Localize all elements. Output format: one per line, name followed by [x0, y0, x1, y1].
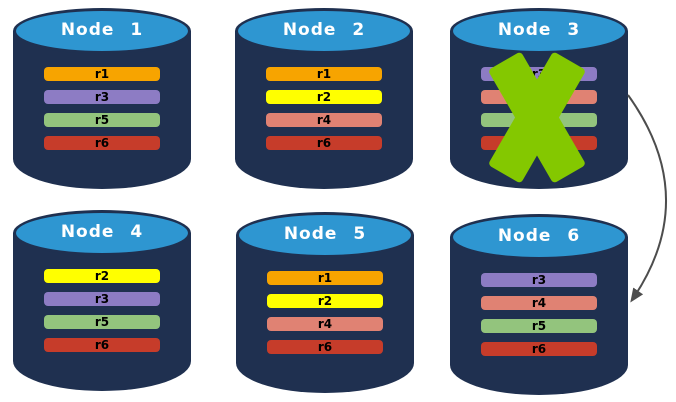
replica-bar: r6 [44, 136, 160, 150]
node-1-replica-list: r1 r3 r5 r6 [13, 67, 191, 150]
node-2-cylinder-top: Node 2 [235, 8, 413, 54]
node-1: Node 1 r1 r3 r5 r6 [13, 8, 191, 189]
replica-bar: r5 [481, 319, 597, 333]
node-4-cylinder-top: Node 4 [13, 210, 191, 256]
replica-bar: r6 [266, 136, 382, 150]
node-1-cylinder-body [13, 31, 191, 189]
node-5-replica-list: r1 r2 r4 r6 [236, 271, 414, 354]
replica-bar: r1 [266, 67, 382, 81]
node-5: Node 5 r1 r2 r4 r6 [236, 212, 414, 393]
replica-bar: r6 [44, 338, 160, 352]
replica-bar: r4 [267, 317, 383, 331]
node-6-replica-list: r3 r4 r5 r6 [450, 273, 628, 356]
node-4-replica-list: r2 r3 r5 r6 [13, 269, 191, 352]
node-4-cylinder-body [13, 233, 191, 391]
node-title: Node 5 [283, 224, 367, 244]
replica-bar: r4 [481, 296, 597, 310]
node-title: Node 1 [60, 20, 144, 40]
node-6-cylinder-body [450, 237, 628, 395]
replica-bar: r2 [267, 294, 383, 308]
node-3: Node 3 r3 r4 r5 r6 [450, 8, 628, 189]
node-4: Node 4 r2 r3 r5 r6 [13, 210, 191, 391]
node-6: Node 6 r3 r4 r5 r6 [450, 214, 628, 395]
replica-bar: r2 [44, 269, 160, 283]
node-title: Node 4 [60, 222, 144, 242]
replica-bar: r3 [481, 273, 597, 287]
replica-bar: r6 [481, 342, 597, 356]
node-5-cylinder-top: Node 5 [236, 212, 414, 258]
replica-bar: r2 [266, 90, 382, 104]
node-failure-x-icon [450, 8, 628, 189]
node-2: Node 2 r1 r2 r4 r6 [235, 8, 413, 189]
node-1-cylinder-top: Node 1 [13, 8, 191, 54]
replica-bar: r5 [44, 315, 160, 329]
node-5-cylinder-body [236, 235, 414, 393]
replica-bar: r1 [44, 67, 160, 81]
replica-bar: r5 [44, 113, 160, 127]
node-3-cylinder-top: Node 3 [450, 8, 628, 54]
replica-bar: r3 [44, 292, 160, 306]
replica-bar: r4 [266, 113, 382, 127]
node-title: Node 6 [497, 226, 581, 246]
replica-bar: r3 [44, 90, 160, 104]
node-title: Node 2 [282, 20, 366, 40]
node-2-cylinder-body [235, 31, 413, 189]
node-title: Node 3 [497, 20, 581, 40]
node-6-cylinder-top: Node 6 [450, 214, 628, 260]
node-2-replica-list: r1 r2 r4 r6 [235, 67, 413, 150]
replica-bar: r6 [267, 340, 383, 354]
replica-bar: r1 [267, 271, 383, 285]
